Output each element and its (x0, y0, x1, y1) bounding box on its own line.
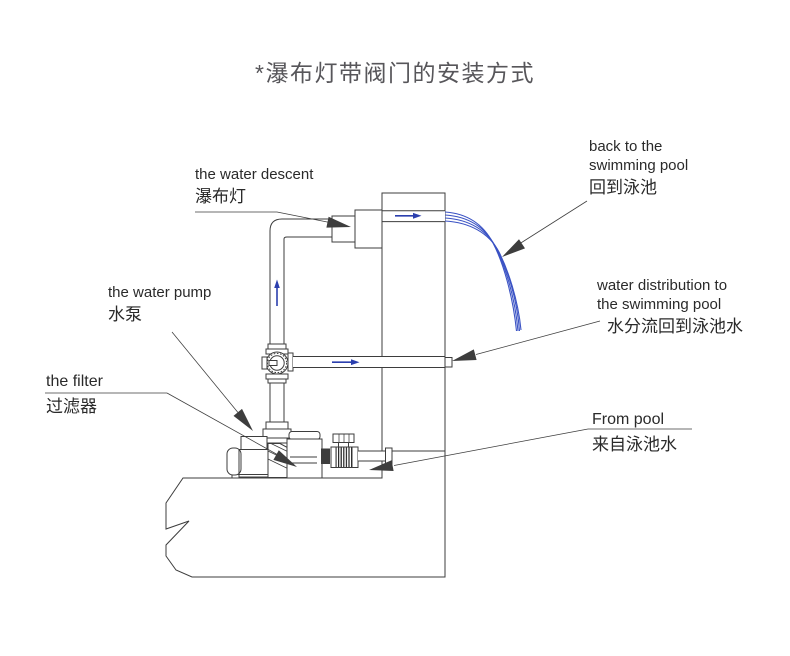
label-filter: the filter 过滤器 (46, 372, 103, 418)
label-water-pump-zh: 水泵 (108, 305, 142, 324)
leader-filter (45, 392, 297, 467)
label-filter-zh: 过滤器 (46, 397, 97, 416)
label-water-distribution-zh: 水分流回到泳池水 (607, 317, 743, 336)
brick-wall (381, 192, 446, 452)
strainer-housing (286, 431, 323, 479)
suction-pipe (358, 447, 393, 465)
leader-from-pool (369, 428, 692, 471)
label-filter-en: the filter (46, 373, 103, 390)
label-water-pump-en: the water pump (108, 284, 212, 301)
label-from-pool-en: From pool (592, 411, 665, 428)
riser-pipe (269, 218, 332, 423)
leader-water-descent (195, 211, 351, 228)
waterfall-light (331, 209, 383, 249)
valve (261, 343, 289, 384)
label-from-pool: From pool 来自泳池水 (592, 410, 677, 456)
pump-assembly (226, 421, 393, 479)
label-back-to-pool: back to the swimming pool 回到泳池 (589, 137, 688, 199)
label-water-descent-en: the water descent (195, 166, 314, 183)
leader-water-pump (171, 331, 253, 431)
label-water-pump: the water pump 水泵 (108, 283, 211, 326)
leader-water-distribution (452, 320, 601, 361)
label-water-distribution-en1: water distribution to (597, 277, 728, 294)
label-back-to-pool-zh: 回到泳池 (589, 178, 657, 197)
label-back-to-pool-en1: back to the (589, 138, 663, 155)
label-back-to-pool-en2: swimming pool (589, 157, 689, 174)
label-from-pool-zh: 来自泳池水 (592, 435, 677, 454)
distribution-pipe (287, 352, 453, 372)
label-water-distribution: water distribution to the swimming pool … (597, 276, 743, 338)
water-stream (444, 211, 522, 332)
label-water-descent: the water descent 瀑布灯 (195, 165, 313, 208)
page-title: *瀑布灯带阀门的安装方式 (255, 60, 535, 86)
leader-back-to-pool (502, 200, 588, 257)
flow-arrow-riser-up (274, 279, 280, 306)
outlet-union-valve (321, 433, 359, 468)
flow-arrow-wall-outlet (395, 212, 422, 219)
label-water-distribution-en2: the swimming pool (597, 296, 722, 313)
label-water-descent-zh: 瀑布灯 (195, 187, 246, 206)
flow-arrow-distribution (332, 359, 360, 366)
